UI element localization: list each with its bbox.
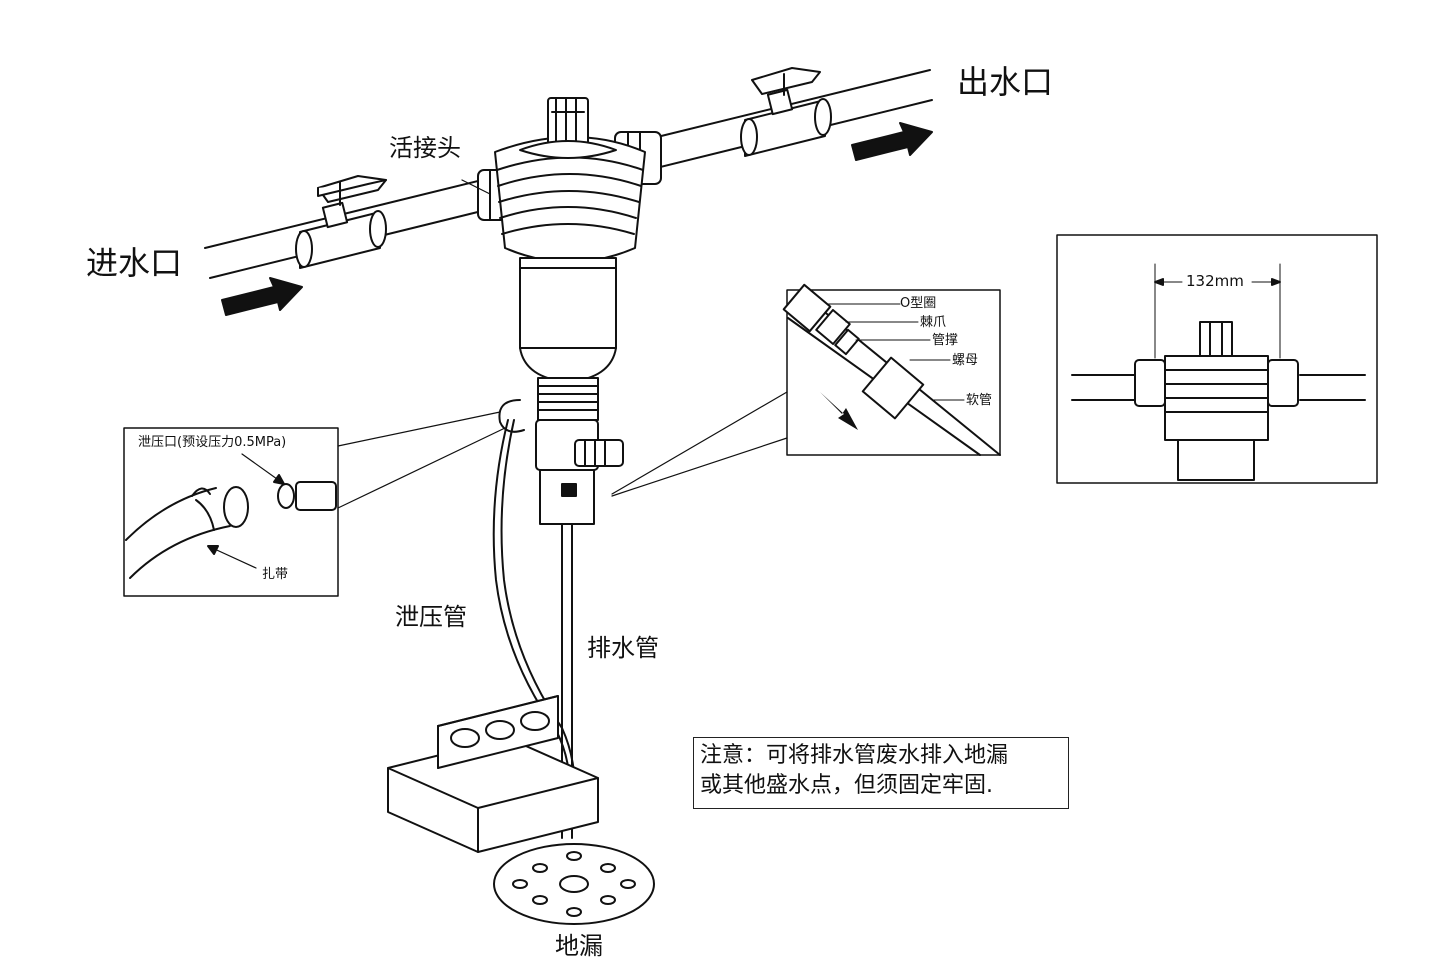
note-line-1: 注意：可将排水管废水排入地漏 [700, 743, 1009, 768]
bricks [387, 695, 599, 853]
floor-drain [493, 843, 655, 925]
cable-tie-label: 扎带 [262, 567, 289, 582]
fitting-part-hose: 软管 [966, 393, 993, 408]
union-label: 活接头 [389, 134, 461, 162]
dimension-width-label: 132mm [1186, 272, 1244, 290]
relief-port [498, 399, 525, 433]
drain-pipe-label: 排水管 [587, 634, 659, 662]
inlet-arrow-icon [221, 277, 303, 316]
fitting-part-insert: 管撑 [932, 333, 959, 348]
relief-pipe-label: 泄压管 [395, 603, 467, 631]
fitting-part-collet: 棘爪 [920, 315, 947, 330]
inlet-label: 进水口 [86, 244, 183, 282]
fitting-inset-frame [611, 283, 1001, 497]
floor-drain-label: 地漏 [555, 932, 603, 960]
fitting-part-oring: O型圈 [900, 296, 937, 311]
relief-port-label: 泄压口(预设压力0.5MPa) [138, 435, 287, 450]
inlet-valve [295, 175, 387, 269]
filter-bowl [519, 257, 624, 525]
filter-head [477, 97, 662, 263]
outlet-arrow-icon [851, 122, 933, 161]
fitting-part-nut: 螺母 [952, 353, 979, 368]
relief-inset-frame [123, 411, 506, 597]
note-line-2: 或其他盛水点，但须固定牢固. [700, 773, 993, 798]
dimension-inset-frame [1056, 234, 1378, 484]
outlet-label: 出水口 [957, 63, 1054, 101]
relief-tube [492, 419, 571, 811]
outlet-valve [740, 67, 832, 157]
note-box: 注意：可将排水管废水排入地漏 或其他盛水点，但须固定牢固. [693, 737, 1069, 809]
